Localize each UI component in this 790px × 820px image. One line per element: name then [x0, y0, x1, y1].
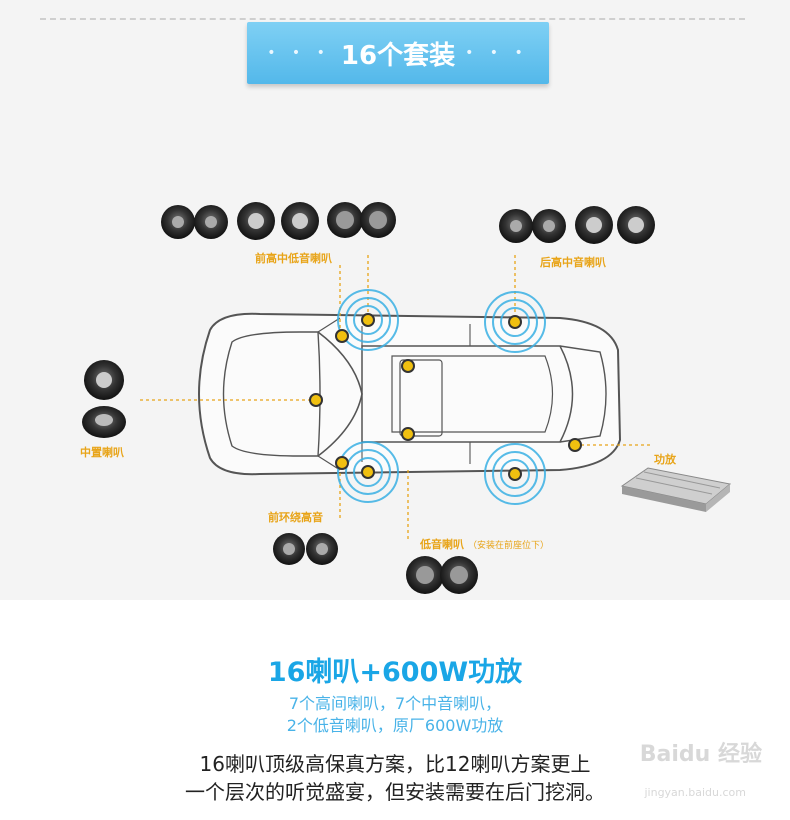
subwoofer-set [406, 556, 478, 594]
label-subwoofer-note: （安装在前座位下） [468, 541, 550, 551]
surround-tweeter-set [273, 533, 338, 565]
subtext-line-1: 7个高间喇叭，7个中音喇叭， [288, 694, 502, 713]
banner-title: 16个套装 [340, 40, 456, 71]
baidu-watermark: Baidu 经验 [639, 742, 762, 767]
label-front-surround: 前环绕高音 [268, 511, 323, 524]
leader-lines [140, 255, 650, 540]
description-line-2: 一个层次的听觉盛宴，但安装需要在后门挖洞。 [185, 780, 605, 804]
description-line-1: 16喇叭顶级高保真方案，比12喇叭方案更上 [199, 752, 591, 776]
label-rear-high-mid: 后高中音喇叭 [540, 256, 606, 269]
label-center: 中置喇叭 [80, 446, 124, 459]
title-banner: • • • 16个套装 • • • [247, 22, 549, 84]
headline: 16喇叭+600W功放 [267, 657, 523, 688]
banner-dots-left: • • • [267, 45, 331, 61]
baidu-watermark-url: jingyan.baidu.com [644, 786, 746, 799]
top-divider [40, 18, 745, 20]
amplifier-image [620, 467, 732, 512]
car-speaker-diagram [82, 202, 732, 594]
label-amplifier: 功放 [654, 453, 676, 466]
sound-waves [337, 289, 546, 505]
car-outline [198, 312, 622, 476]
label-front-mid-low: 前高中低音喇叭 [255, 252, 332, 265]
center-speaker-set [82, 360, 126, 438]
label-subwoofer-text: 低音喇叭 [420, 538, 464, 551]
front-speaker-set [161, 202, 396, 240]
label-subwoofer: 低音喇叭 （安装在前座位下） [420, 536, 549, 552]
banner-dots-right: • • • [465, 45, 529, 61]
subtext-line-2: 2个低音喇叭，原厂600W功放 [286, 716, 504, 735]
rear-speaker-set [499, 206, 655, 244]
speaker-dots [309, 313, 582, 481]
